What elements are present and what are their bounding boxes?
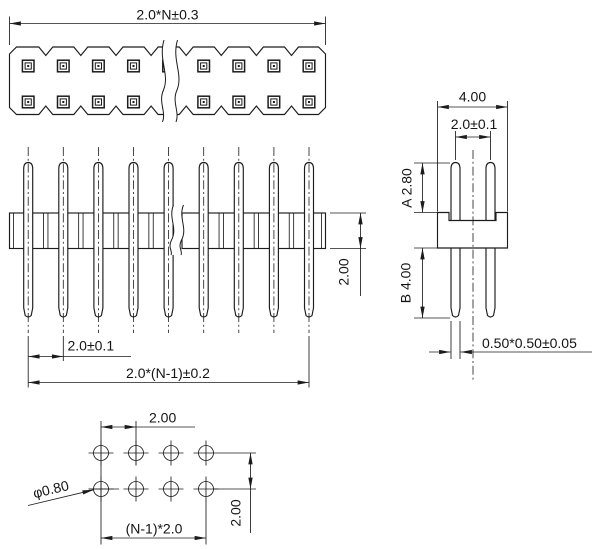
front-view-pins — [23, 161, 315, 318]
dim-label-hole-span: (N-1)*2.0 — [126, 521, 183, 537]
pin — [198, 161, 209, 318]
dimension-b-length: B 4.00 — [398, 247, 450, 319]
pin-contact — [302, 59, 316, 73]
pin-contact — [267, 95, 281, 109]
pin-contact — [232, 95, 246, 109]
front-view-break-symbol — [169, 204, 185, 256]
pin — [23, 161, 34, 318]
dim-label-pin-pitch: 2.0±0.1 — [68, 338, 115, 354]
dimension-hole-span: (N-1)*2.0 — [100, 521, 207, 541]
pin-contact — [232, 59, 246, 73]
dim-label-row-pitch: 2.0±0.1 — [451, 116, 498, 132]
pin — [93, 161, 104, 318]
pin-contact — [197, 95, 211, 109]
dim-label-a-length: A 2.80 — [399, 168, 415, 208]
dim-label-body-width: 4.00 — [459, 89, 486, 105]
dim-label-insulator-height: 2.00 — [336, 258, 352, 285]
dim-label-hole-pitch: 2.00 — [149, 410, 176, 426]
pin-contact — [126, 59, 141, 73]
front-view: 2.00 2.0±0.1 2.0*(N-1)±0.2 — [8, 147, 366, 388]
insulator-separators — [43, 213, 295, 249]
pin-contact — [56, 95, 70, 109]
dim-label-top-overall: 2.0*N±0.3 — [136, 7, 198, 23]
side-view: 4.00 2.0±0.1 A 2.80 B 4.00 0.50*0.50±0.0… — [398, 89, 592, 382]
dimension-pin-span: 2.0*(N-1)±0.2 — [28, 365, 310, 385]
dimension-hole-pitch: 2.00 — [100, 410, 195, 430]
top-view-break-symbol — [161, 39, 180, 123]
footprint-view: 2.00 φ0.80 (N-1)*2.0 2.00 — [27, 410, 256, 545]
pin — [163, 161, 174, 318]
dim-label-pin-cross-section: 0.50*0.50±0.05 — [482, 335, 577, 351]
dimension-row-pitch: 2.0±0.1 — [451, 116, 498, 160]
dimension-pin-cross-section: 0.50*0.50±0.05 — [429, 321, 592, 359]
dimension-body-width: 4.00 — [437, 89, 508, 212]
pin — [268, 161, 279, 318]
dimension-a-length: A 2.80 — [399, 162, 450, 213]
pin — [58, 161, 69, 318]
dimension-pin-pitch: 2.0±0.1 — [27, 336, 310, 388]
top-view-body-outline — [8, 46, 327, 116]
pin — [303, 161, 315, 318]
pin — [233, 161, 244, 318]
dimension-insulator-height: 2.00 — [330, 212, 366, 296]
pin-contact — [91, 95, 105, 109]
pin-contact — [302, 95, 316, 109]
dim-label-hole-row-pitch: 2.00 — [228, 499, 244, 526]
top-view: 2.0*N±0.3 — [8, 7, 327, 123]
pin-contact — [197, 59, 211, 73]
hole-diameter-leader: φ0.80 — [27, 477, 94, 506]
pin-contact — [126, 95, 141, 109]
dim-label-pin-span: 2.0*(N-1)±0.2 — [126, 365, 210, 381]
pin-contact — [21, 59, 35, 73]
side-view-insulator-outline — [436, 211, 509, 249]
dim-label-hole-diameter: φ0.80 — [31, 477, 70, 501]
pin — [128, 161, 139, 318]
pin-contact — [21, 95, 35, 109]
pcb-holes — [88, 440, 219, 502]
dimension-hole-row-pitch: 2.00 — [228, 452, 253, 533]
top-view-pin-contacts — [21, 59, 316, 109]
pin-contact — [56, 59, 70, 73]
pin-centerlines — [27, 147, 310, 333]
dimension-top-overall: 2.0*N±0.3 — [9, 7, 326, 45]
pin-contact — [91, 59, 105, 73]
dim-label-b-length: B 4.00 — [398, 263, 414, 304]
pin-contact — [267, 59, 281, 73]
